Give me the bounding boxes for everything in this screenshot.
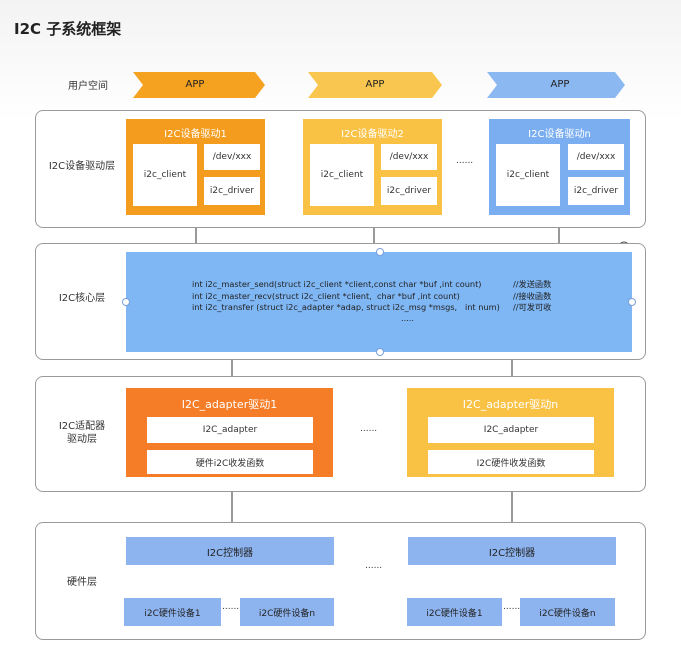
ellipsis-hw-right: ...... xyxy=(503,602,521,612)
i2c-adapter-box: I2C_adapter xyxy=(428,417,594,443)
layer-label-adapter: I2C适配器 驱动层 xyxy=(58,421,106,445)
app-chevron-3 xyxy=(487,72,625,98)
adapter-driver-1: I2C_adapter驱动1 I2C_adapter 硬件i2C收发函数 xyxy=(126,388,333,477)
adapter-driver-title: I2C_adapter驱动1 xyxy=(181,398,278,411)
ellipsis-drivers: ...... xyxy=(456,156,474,166)
core-line-3: int i2c_transfer (struct i2c_adapter *ad… xyxy=(192,302,500,312)
layer-label-user: 用户空间 xyxy=(68,81,108,92)
core-comment-3: //可发可收 xyxy=(513,302,552,312)
dev-node-box: /dev/xxx xyxy=(568,144,624,170)
device-driver-title: I2C设备驱动n xyxy=(528,129,591,140)
app-chevron-1 xyxy=(133,72,265,98)
page-title: I2C 子系统框架 xyxy=(14,20,122,38)
dev-node-box: /dev/xxx xyxy=(381,144,437,170)
i2c-controller-1: I2C控制器 xyxy=(126,537,334,565)
hw-device-n-left: i2C硬件设备n xyxy=(240,598,334,626)
adapter-xfer-func-box: 硬件i2C收发函数 xyxy=(147,450,313,474)
i2c-driver-box: i2c_driver xyxy=(381,177,437,205)
ellipsis-controllers: ...... xyxy=(365,561,383,571)
adapter-driver-n: I2C_adapter驱动n I2C_adapter I2C硬件收发函数 xyxy=(407,388,614,477)
core-line-1: int i2c_master_send(struct i2c_client *c… xyxy=(192,279,482,289)
core-line-4: ..... xyxy=(401,313,415,323)
header-background xyxy=(0,0,681,120)
core-line-2: int i2c_master_recv(struct i2c_client *c… xyxy=(192,290,460,301)
app-label-2: APP xyxy=(365,79,385,90)
i2c-client-box: i2c_client xyxy=(310,144,374,206)
app-label-1: APP xyxy=(185,79,205,90)
handle-top xyxy=(376,248,384,256)
handle-right xyxy=(628,298,636,306)
adapter-driver-title: I2C_adapter驱动n xyxy=(462,398,559,411)
dev-node-box: /dev/xxx xyxy=(204,144,260,170)
device-driver-2: I2C设备驱动2 i2c_client /dev/xxx i2c_driver xyxy=(303,119,442,215)
app-label-3: APP xyxy=(550,79,570,90)
core-comment-1: //发送函数 xyxy=(513,279,552,289)
i2c-driver-box: i2c_driver xyxy=(204,177,260,205)
i2c-controller-n: I2C控制器 xyxy=(408,537,616,565)
device-driver-n: I2C设备驱动n i2c_client /dev/xxx i2c_driver xyxy=(489,119,630,215)
core-api-box: int i2c_master_send(struct i2c_client *c… xyxy=(126,252,632,352)
ellipsis-adapters: ...... xyxy=(360,424,378,434)
hw-device-1-right: i2C硬件设备1 xyxy=(407,598,502,626)
i2c-client-box: i2c_client xyxy=(133,144,197,206)
ellipsis-hw-left: ...... xyxy=(222,602,240,612)
hw-device-1-left: i2C硬件设备1 xyxy=(124,598,221,626)
core-comment-2: //接收函数 xyxy=(513,290,552,301)
hw-device-n-right: i2C硬件设备n xyxy=(520,598,615,626)
device-driver-1: I2C设备驱动1 i2c_client /dev/xxx i2c_driver xyxy=(126,119,265,215)
device-driver-title: I2C设备驱动1 xyxy=(164,129,227,140)
layer-label-driver: I2C设备驱动层 xyxy=(48,161,116,172)
device-driver-title: I2C设备驱动2 xyxy=(341,129,404,140)
handle-left xyxy=(122,298,130,306)
i2c-driver-box: i2c_driver xyxy=(568,177,624,205)
i2c-client-box: i2c_client xyxy=(496,144,560,206)
app-chevron-2 xyxy=(308,72,442,98)
i2c-adapter-box: I2C_adapter xyxy=(147,417,313,443)
layer-label-hardware: 硬件层 xyxy=(67,577,97,588)
handle-bottom xyxy=(376,348,384,356)
layer-label-core: I2C核心层 xyxy=(58,293,106,304)
adapter-xfer-func-box: I2C硬件收发函数 xyxy=(428,450,594,474)
